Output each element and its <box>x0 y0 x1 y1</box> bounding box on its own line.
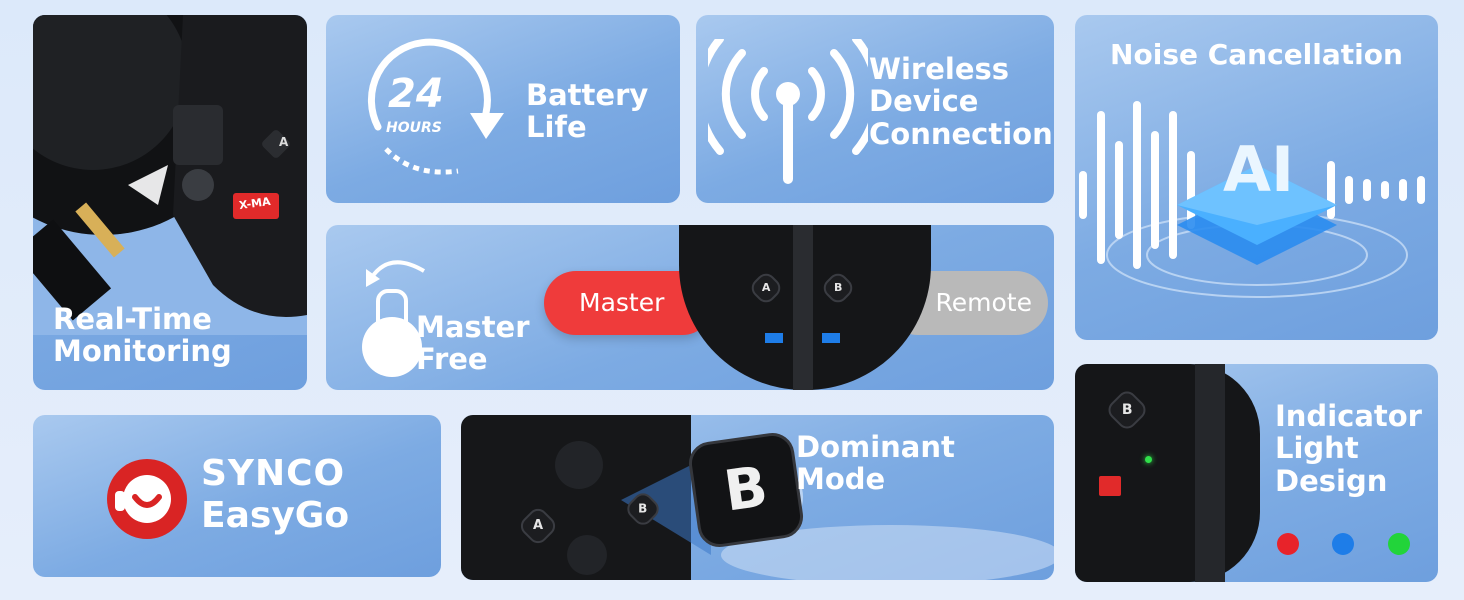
indicator-title: Indicator Light Design <box>1275 399 1422 498</box>
brand-name: SYNCO <box>201 453 346 494</box>
product-name: EasyGo <box>201 495 350 536</box>
indicator-dot-green <box>1388 533 1410 555</box>
device-stem <box>793 225 813 390</box>
battery-title-line2: Life <box>526 110 587 145</box>
soundwave-icon <box>1079 101 1425 298</box>
hours-number: 24 <box>388 71 444 117</box>
indicator-tile: B Indicator Light Design <box>1075 364 1438 582</box>
indicator-dot-red <box>1277 533 1299 555</box>
clock-arrow-icon <box>368 38 504 175</box>
indicator-title-line3: Design <box>1275 463 1388 498</box>
green-led <box>1145 456 1152 463</box>
dominant-tile: A B B Dominant Mode <box>461 415 1054 580</box>
master-title-line2: Free <box>416 342 488 377</box>
wireless-title: Wireless Device Connection <box>869 52 1053 151</box>
wireless-title-line1: Wireless <box>869 52 1010 86</box>
master-switch-icon <box>362 260 426 377</box>
battery-title-line1: Battery <box>526 78 649 112</box>
master-pill-label: Master <box>579 288 665 317</box>
master-tile: Master Free Master Remote A B <box>326 225 1054 390</box>
wireless-title-line2: Device <box>869 84 979 119</box>
blue-light-left <box>765 333 783 343</box>
headset-device-image: A B <box>679 225 931 390</box>
device-key-b: B <box>819 269 857 307</box>
headset-closeup-image <box>33 15 307 335</box>
wireless-title-line3: Connection <box>869 116 1053 151</box>
noise-tile: Noise Cancellation AI <box>1075 15 1438 340</box>
logo-tile: SYNCO EasyGo <box>33 415 441 577</box>
indicator-title-line2: Light <box>1275 431 1359 466</box>
master-title-line1: Master <box>416 310 530 344</box>
ai-label: AI <box>1223 133 1295 206</box>
master-title: Master Free <box>416 311 530 376</box>
battery-tile: 24 HOURS Battery Life <box>326 15 680 203</box>
monitoring-tile: X-MA A Real-Time Monitoring <box>33 15 307 390</box>
device-key-a: A <box>747 269 785 307</box>
big-key-b: B <box>686 430 806 550</box>
monitoring-title-line1: Real-Time <box>53 302 212 336</box>
wireless-tile: Wireless Device Connection <box>696 15 1054 203</box>
indicator-device-image: B <box>1075 364 1260 582</box>
synco-logo-icon <box>107 459 187 539</box>
hours-word: HOURS <box>386 120 442 136</box>
indicator-title-line1: Indicator <box>1275 399 1422 433</box>
controller-closeup-image <box>461 415 1054 580</box>
battery-title: Battery Life <box>526 79 648 144</box>
monitoring-title-line2: Monitoring <box>53 334 232 369</box>
dominant-title: Dominant Mode <box>796 430 955 497</box>
indicator-key-b: B <box>1104 387 1150 433</box>
monitoring-title: Real-Time Monitoring <box>53 303 232 368</box>
remote-pill-label: Remote <box>935 288 1032 317</box>
blue-light-right <box>822 333 840 343</box>
noise-title: Noise Cancellation <box>1110 38 1403 71</box>
indicator-dot-blue <box>1332 533 1354 555</box>
device-arm <box>1195 364 1225 582</box>
key-a-label: A <box>279 135 289 149</box>
red-switch <box>1099 476 1121 496</box>
antenna-icon <box>708 39 868 184</box>
